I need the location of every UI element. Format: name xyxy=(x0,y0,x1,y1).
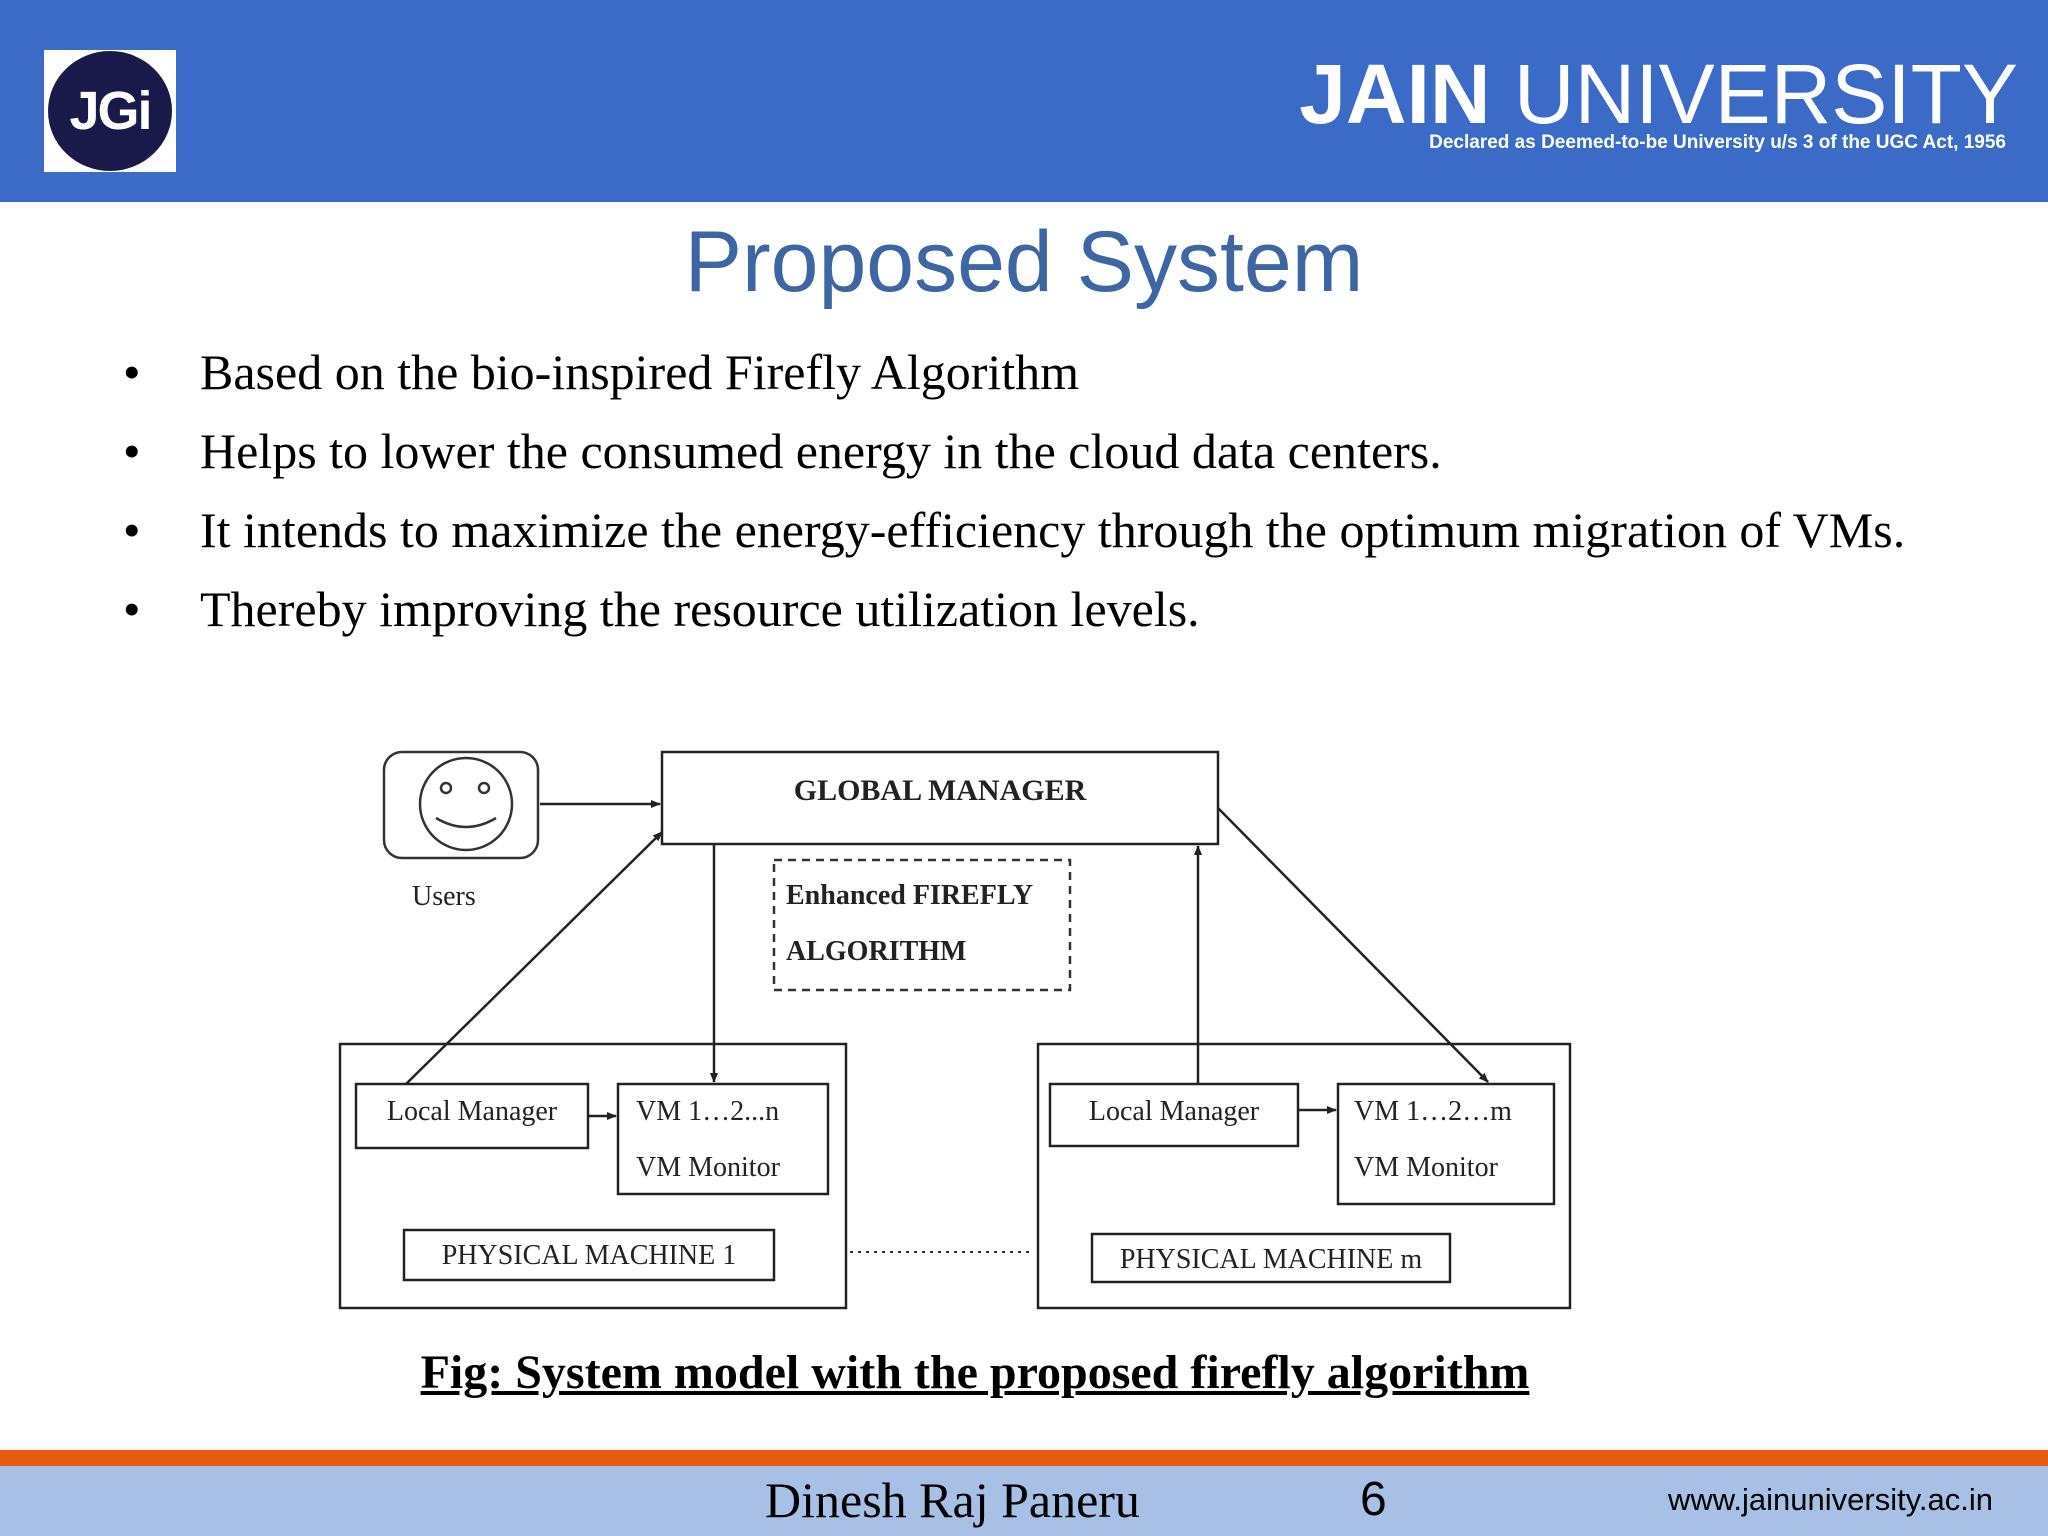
local-manager-m-box xyxy=(1048,1082,1300,1148)
users-label: Users xyxy=(412,881,476,912)
vm-range-1: VM 1…2...n xyxy=(636,1096,779,1127)
university-tagline: Declared as Deemed-to-be University u/s … xyxy=(1429,132,2006,153)
vm-monitor-1: VM Monitor xyxy=(636,1152,781,1183)
global-manager-box xyxy=(660,750,1220,846)
local-manager-1-label: Local Manager xyxy=(387,1096,558,1127)
bullet-item: • Thereby improving the resource utilizat… xyxy=(118,577,1986,641)
global-manager-label: GLOBAL MANAGER xyxy=(794,774,1087,807)
algorithm-line-1: Enhanced FIREFLY xyxy=(786,880,1033,911)
physical-machine-m-label: PHYSICAL MACHINE m xyxy=(1120,1244,1423,1275)
physical-machine-m-label-box xyxy=(1090,1232,1452,1284)
bullet-dot: • xyxy=(123,581,141,637)
figure-caption: Fig: System model with the proposed fire… xyxy=(0,1345,1950,1400)
footer-accent-bar xyxy=(0,1450,2048,1466)
vm-m-box xyxy=(1336,1082,1556,1206)
bullet-list: • Based on the bio-inspired Firefly Algor… xyxy=(118,340,1986,656)
vm-1-box xyxy=(616,1082,830,1196)
page-number: 6 xyxy=(1360,1473,1387,1526)
bullet-item: • It intends to maximize the energy-effic… xyxy=(118,498,1986,562)
figure-caption-text: Fig: System model with the proposed fire… xyxy=(420,1346,1530,1399)
university-name: JAIN UNIVERSITY xyxy=(1299,52,2018,136)
bullet-item: • Helps to lower the consumed energy in t… xyxy=(118,419,1986,483)
bullet-dot: • xyxy=(123,423,141,479)
algorithm-line-2: ALGORITHM xyxy=(786,936,966,967)
university-name-bold: JAIN xyxy=(1299,47,1491,141)
bullet-text: Thereby improving the resource utilizati… xyxy=(200,581,1200,637)
algorithm-box xyxy=(772,858,1072,992)
bullet-text: It intends to maximize the energy-effici… xyxy=(200,502,1906,558)
slide-header: JGi JAIN UNIVERSITY Declared as Deemed-t… xyxy=(0,0,2048,202)
local-manager-1-box xyxy=(354,1082,590,1150)
slide-title: Proposed System xyxy=(684,214,1364,310)
logo-text: JGi xyxy=(69,81,152,141)
vm-range-m: VM 1…2…m xyxy=(1354,1096,1512,1127)
local-manager-m-label: Local Manager xyxy=(1089,1096,1260,1127)
users-icon xyxy=(382,750,540,860)
physical-machine-1-label-box xyxy=(402,1228,776,1282)
slide-footer: Dinesh Raj Paneru 6 www.jainuniversity.a… xyxy=(0,1466,2048,1536)
bullet-dot: • xyxy=(123,502,141,558)
physical-machine-1-label: PHYSICAL MACHINE 1 xyxy=(442,1240,737,1271)
bullet-text: Helps to lower the consumed energy in th… xyxy=(200,423,1442,479)
bullet-text: Based on the bio-inspired Firefly Algori… xyxy=(200,344,1080,400)
local-manager-1-to-global-arrow xyxy=(405,831,663,1085)
footer-url: www.jainuniversity.ac.in xyxy=(1667,1482,1993,1517)
system-model-diagram: Users GLOBAL MANAGER Enhanced FIREFLY AL… xyxy=(338,750,1572,1310)
footer-author: Dinesh Raj Paneru xyxy=(765,1472,1140,1528)
vm-monitor-m: VM Monitor xyxy=(1354,1152,1499,1183)
logo-circle: JGi xyxy=(48,51,172,171)
bullet-dot: • xyxy=(123,344,141,400)
jgi-logo: JGi xyxy=(44,50,176,172)
university-name-rest: UNIVERSITY xyxy=(1490,47,2018,141)
bullet-item: • Based on the bio-inspired Firefly Algor… xyxy=(118,340,1986,404)
global-to-vm-m-arrow xyxy=(1217,807,1489,1083)
